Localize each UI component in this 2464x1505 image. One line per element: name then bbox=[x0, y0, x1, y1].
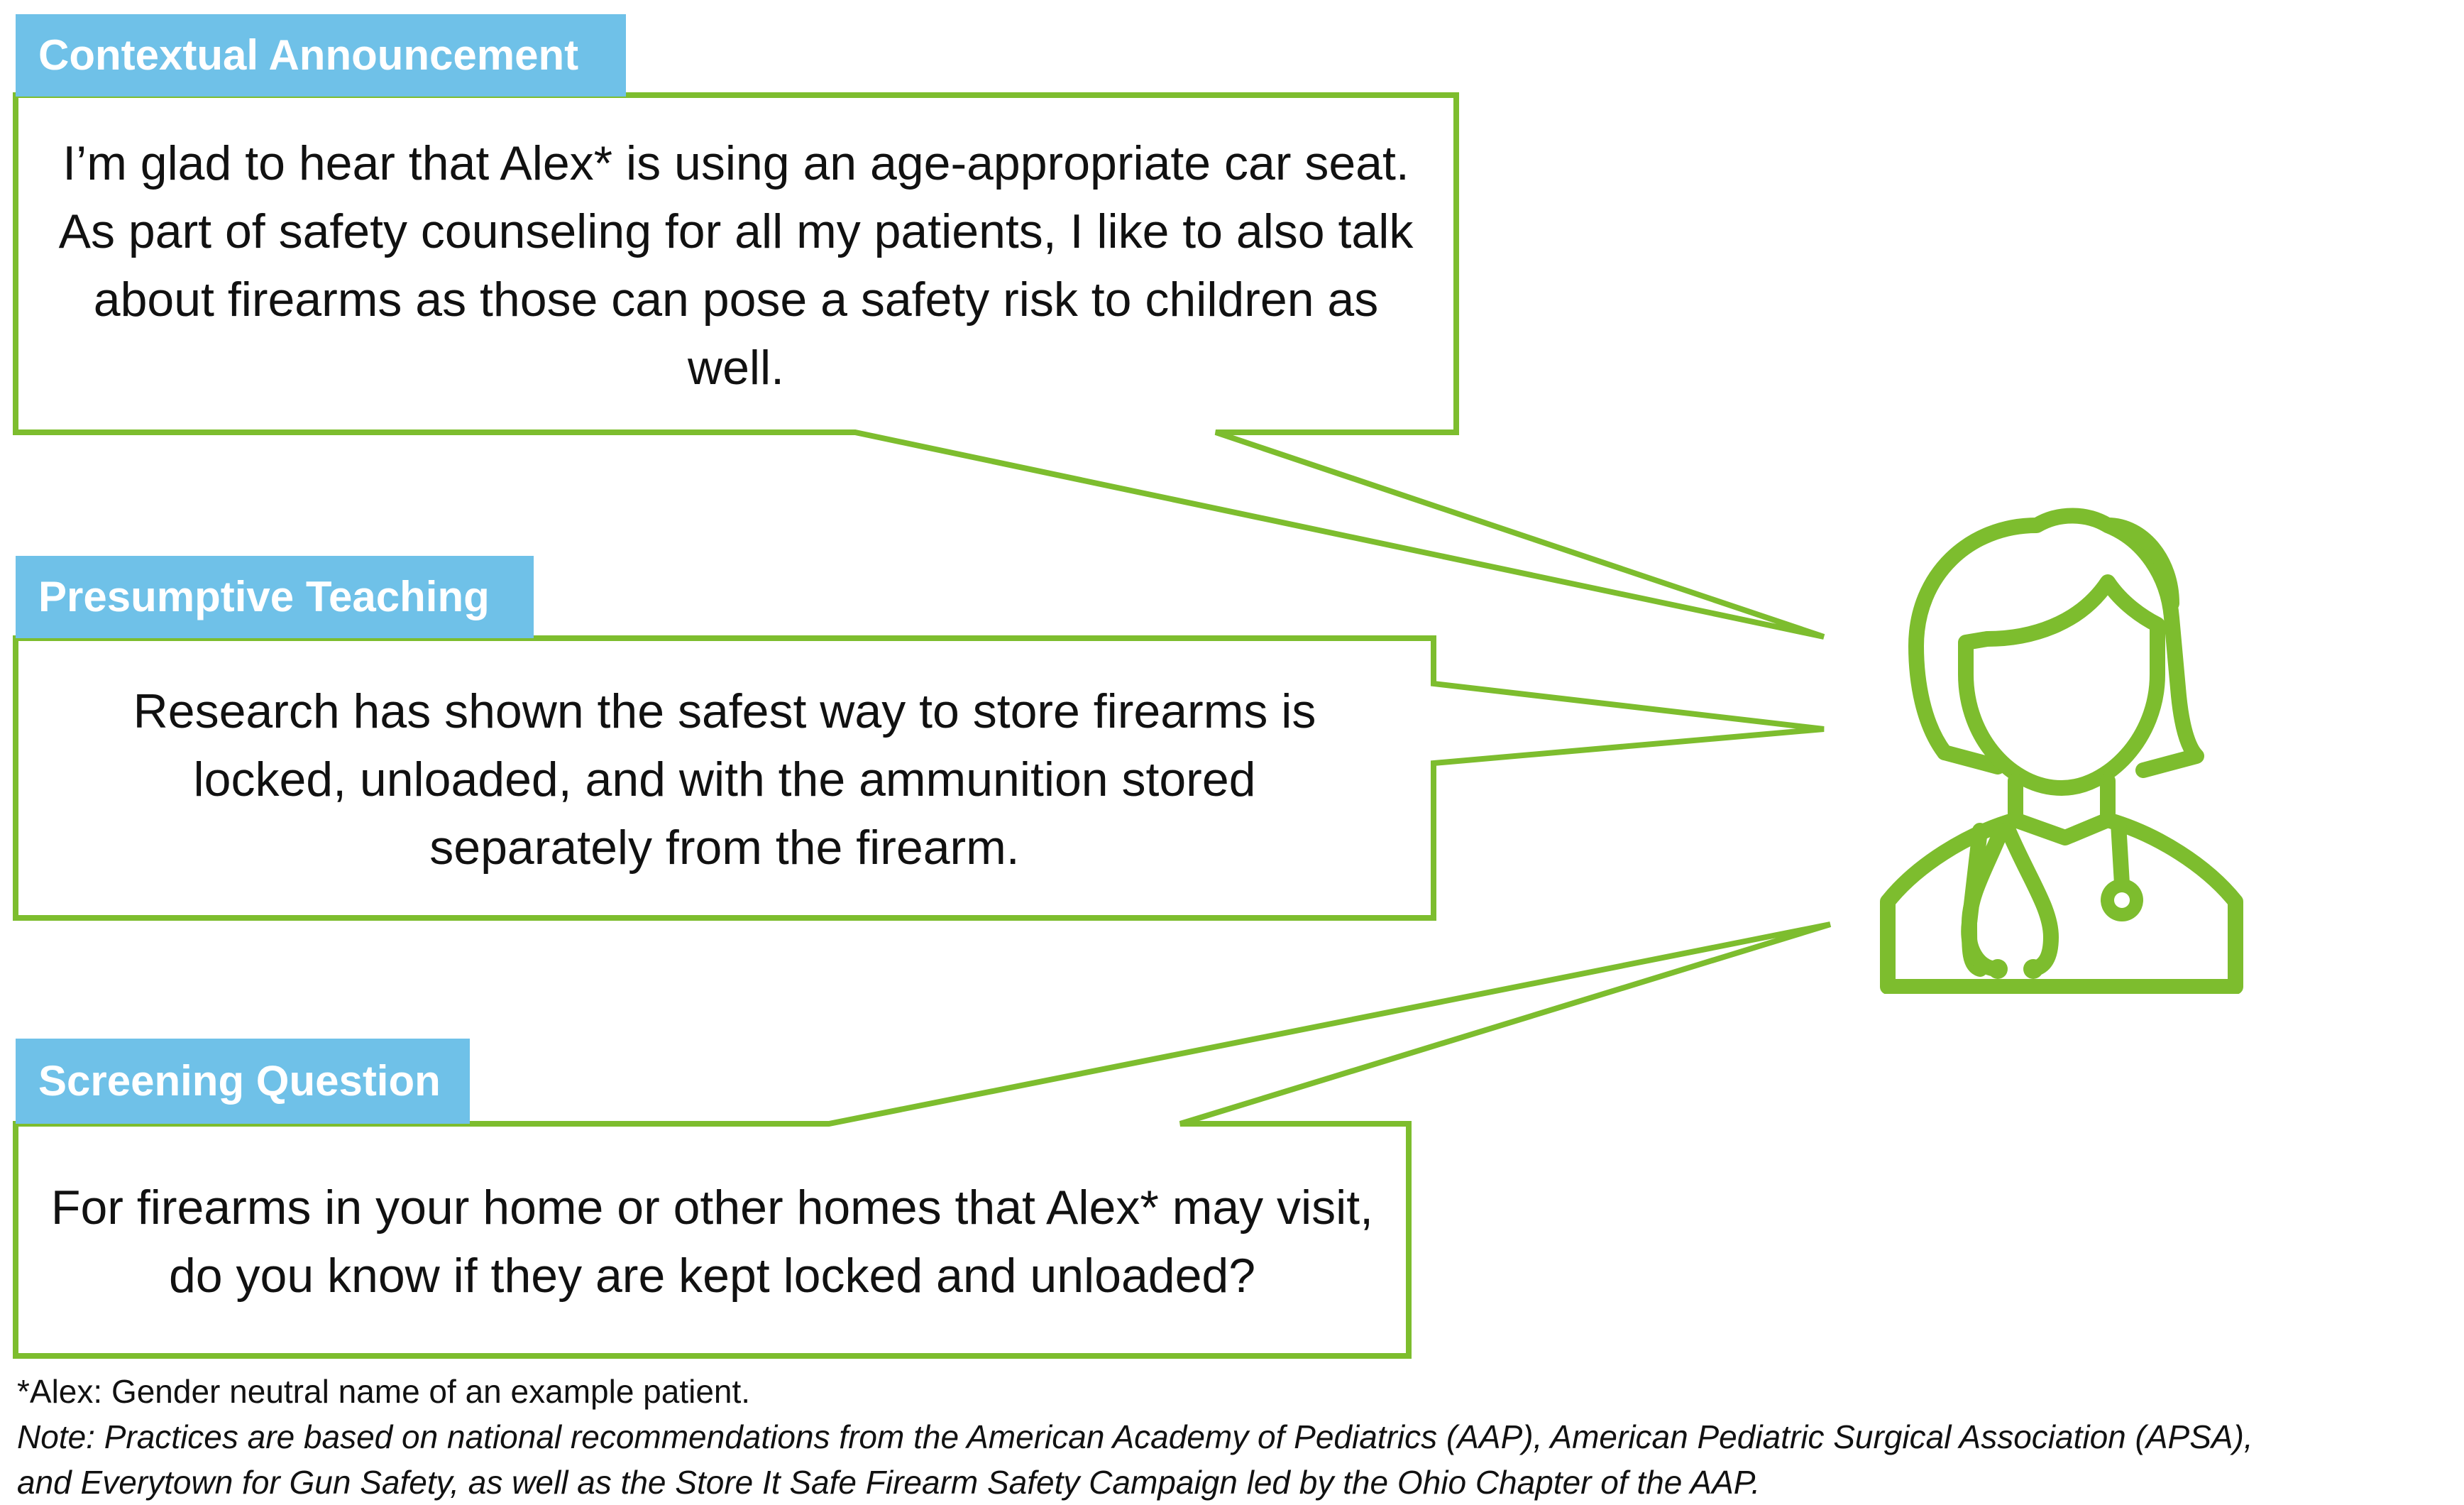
presumptive-teaching-text: Research has shown the safest way to sto… bbox=[133, 684, 1316, 875]
bubble-outline-contextual-announcement bbox=[13, 92, 1825, 640]
contextual-announcement-text: I’m glad to hear that Alex* is using an … bbox=[58, 136, 1414, 395]
tag-screening-question: Screening Question bbox=[16, 1039, 470, 1124]
tag-presumptive-teaching: Presumptive Teaching bbox=[16, 556, 534, 638]
footnote-alex: *Alex: Gender neutral name of an example… bbox=[17, 1373, 751, 1410]
screening-question-text: For firearms in your home or other homes… bbox=[50, 1180, 1374, 1303]
bubble-outline-presumptive-teaching bbox=[13, 635, 1825, 921]
note-line-2: and Everytown for Gun Safety, as well as… bbox=[17, 1464, 1761, 1501]
bubble-screening-question: For firearms in your home or other homes… bbox=[16, 1127, 1409, 1356]
tag-contextual-announcement: Contextual Announcement bbox=[16, 14, 626, 97]
bubble-contextual-announcement: I’m glad to hear that Alex* is using an … bbox=[16, 98, 1456, 432]
doctor-with-stethoscope-icon bbox=[1880, 508, 2243, 994]
note-line-1: Note: Practices are based on national re… bbox=[17, 1418, 2253, 1455]
bubble-outline-screening-question bbox=[13, 921, 1832, 1359]
bubble-presumptive-teaching: Research has shown the safest way to sto… bbox=[16, 641, 1434, 918]
